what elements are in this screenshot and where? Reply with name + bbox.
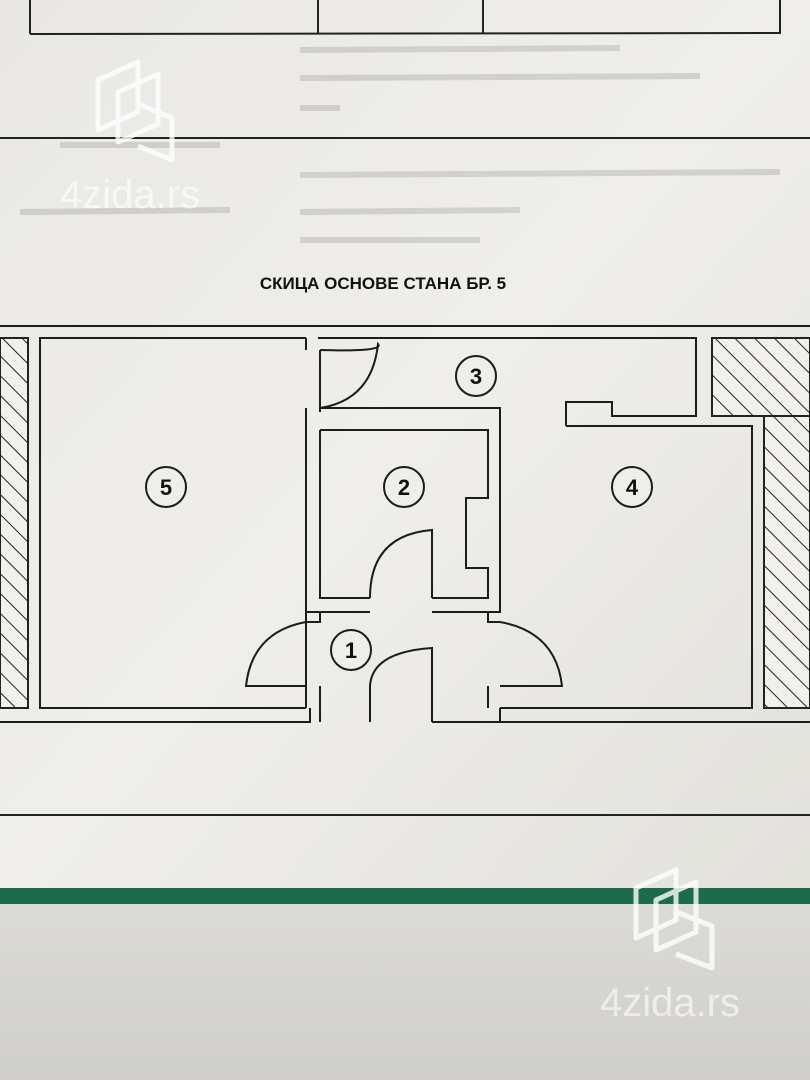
door-swings (244, 341, 564, 722)
room-label-3: 3 (455, 355, 497, 397)
door-left-hall (244, 621, 307, 687)
watermark-bottom: 4zida.rs (600, 867, 740, 1025)
paper-sheet (0, 0, 810, 900)
room-5-outline (39, 337, 306, 709)
room-label-1: 1 (330, 629, 372, 671)
watermark-logo-icon (95, 59, 175, 163)
door-entrance (369, 646, 433, 722)
door-right-hall (499, 621, 564, 687)
watermark-text: 4zida.rs (60, 173, 200, 217)
svg-text:2: 2 (398, 475, 410, 500)
room-label-2: 2 (383, 466, 425, 508)
room-label-4: 4 (611, 466, 653, 508)
svg-text:1: 1 (345, 638, 357, 663)
watermark-text: 4zida.rs (600, 981, 740, 1025)
floor-plan (0, 325, 810, 723)
plan-title: СКИЦА ОСНОВЕ СТАНА БР. 5 (260, 274, 506, 293)
door-2 (369, 528, 433, 599)
watermark-logo-icon (633, 867, 715, 971)
background-surface (0, 904, 810, 1080)
room-label-5: 5 (145, 466, 187, 508)
document-table (0, 0, 810, 816)
watermark-top: 4zida.rs (60, 59, 200, 217)
svg-text:3: 3 (470, 364, 482, 389)
svg-text:4: 4 (626, 475, 639, 500)
svg-text:5: 5 (160, 475, 172, 500)
green-strip (0, 888, 810, 904)
room-labels: 1 2 3 4 5 (145, 355, 653, 671)
hatched-wall-right (711, 337, 810, 709)
hatched-wall-left (0, 337, 29, 709)
show-through-text (19, 45, 781, 243)
door-5-3 (319, 341, 380, 409)
room-3-outline (318, 337, 697, 426)
